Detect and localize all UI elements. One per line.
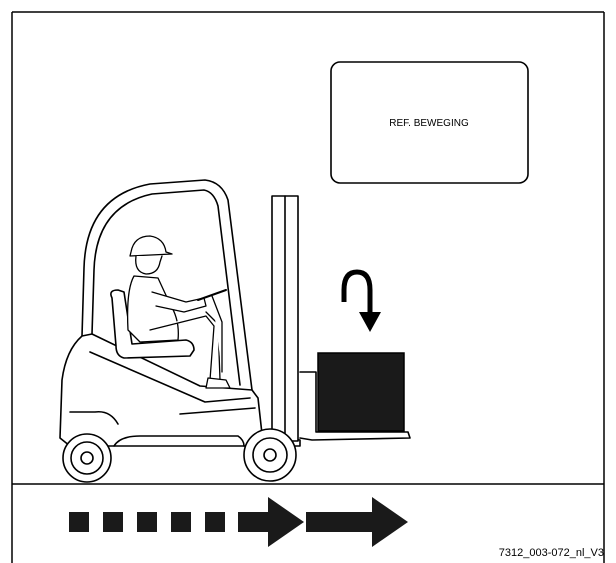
direction-square <box>205 512 225 532</box>
direction-square <box>69 512 89 532</box>
down-arrow-icon <box>344 272 381 332</box>
direction-square <box>137 512 157 532</box>
direction-arrow-icon <box>306 497 408 547</box>
direction-indicator <box>69 497 408 547</box>
front-wheel <box>244 429 296 481</box>
direction-square <box>103 512 123 532</box>
rear-wheel <box>63 434 111 482</box>
direction-arrow-icon <box>238 497 304 547</box>
direction-square <box>171 512 191 532</box>
display-message: REF. BEWEGING <box>389 118 469 129</box>
load-icon <box>318 353 404 431</box>
display-panel: REF. BEWEGING <box>331 62 528 183</box>
forklift-icon <box>60 180 410 482</box>
figure-code: 7312_003-072_nl_V3 <box>499 547 604 559</box>
